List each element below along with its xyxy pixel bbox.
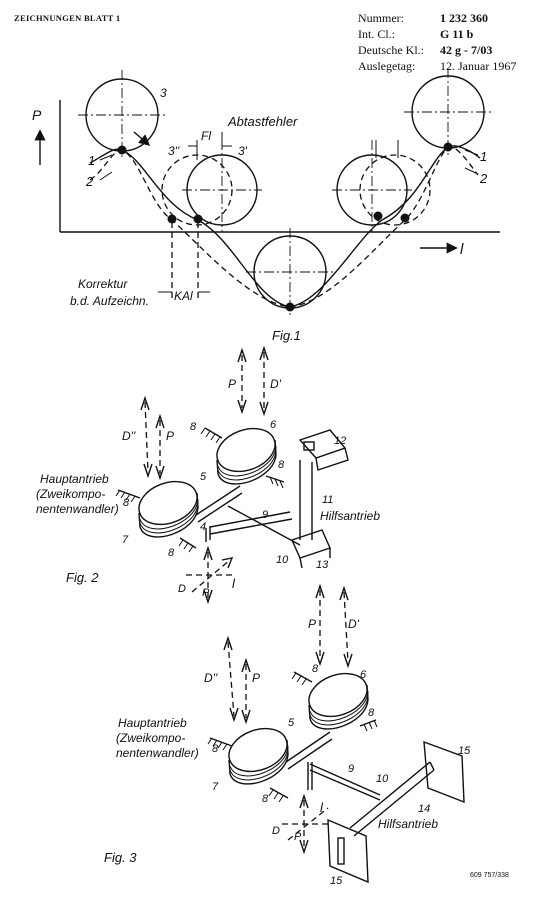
- meta-key: Int. Cl.:: [358, 27, 396, 41]
- label-3: 3: [160, 86, 167, 100]
- footer-code: 609 757/338: [470, 872, 509, 879]
- sheet-title: ZEICHNUNGEN BLATT 1: [14, 13, 121, 23]
- label-fl: Fl: [201, 129, 211, 143]
- meta-row-number: Nummer: 1 232 360: [358, 10, 516, 26]
- hilfsantrieb-label: Hilfsantrieb: [378, 817, 438, 831]
- lbl: P: [228, 377, 236, 391]
- meta-row-intcl: Int. Cl.: G 11 b: [358, 26, 516, 42]
- label-abtastfehler: Abtastfehler: [227, 114, 298, 129]
- lbl: 6: [360, 669, 367, 681]
- lbl: P: [252, 671, 260, 685]
- label-1-right: 1: [480, 149, 487, 164]
- hilfsantrieb-label: Hilfsantrieb: [320, 509, 380, 523]
- lbl: 15: [458, 745, 471, 757]
- lbl: 8: [168, 547, 175, 559]
- lbl: 5: [288, 717, 295, 729]
- fig1-caption: Fig.1: [272, 328, 301, 343]
- meta-value: 12. Januar 1967: [440, 59, 517, 73]
- lbl: 8: [212, 743, 219, 755]
- lbl: 8: [262, 793, 269, 805]
- fig3: P D' D'' P: [104, 583, 471, 887]
- fig2: P D' D'' P: [36, 345, 380, 605]
- fig3-caption: Fig. 3: [104, 850, 137, 865]
- label-2-left: 2: [85, 174, 94, 189]
- hauptantrieb-label: (Zweikompo-: [36, 487, 105, 501]
- lbl: 11: [322, 494, 333, 506]
- lbl: 13: [316, 559, 329, 571]
- label-korrektur-1: Korrektur: [78, 277, 128, 291]
- lbl: P: [202, 587, 210, 599]
- meta-value: 1 232 360: [440, 11, 488, 25]
- meta-key: Deutsche Kl.:: [358, 43, 424, 57]
- lbl: 7: [122, 534, 129, 546]
- meta-row-class: Deutsche Kl.: 42 g - 7/03: [358, 42, 516, 58]
- lbl: 8: [368, 707, 375, 719]
- label-3p: 3': [238, 144, 248, 158]
- hauptantrieb-label: Hauptantrieb: [40, 472, 109, 486]
- lbl: 8: [312, 663, 319, 675]
- curve-1: [89, 145, 481, 308]
- label-3pp: 3'': [168, 144, 180, 158]
- label-1-left: 1: [88, 153, 95, 168]
- lbl: D'': [122, 429, 136, 443]
- lbl: P: [294, 831, 302, 843]
- label-l: l: [460, 241, 464, 258]
- lbl: l: [320, 800, 324, 815]
- lbl: 6: [270, 419, 277, 431]
- lbl: 9: [262, 509, 268, 521]
- meta-row-date: Auslegetag: 12. Januar 1967: [358, 58, 516, 74]
- lbl: 8: [123, 497, 130, 509]
- lbl: D': [348, 617, 360, 631]
- label-2-right: 2: [479, 171, 488, 186]
- lbl: 9: [348, 763, 354, 775]
- lbl: 12: [334, 435, 346, 447]
- curve-2: [89, 146, 479, 308]
- lbl: 7: [212, 781, 219, 793]
- meta-value: 42 g - 7/03: [440, 43, 493, 57]
- lbl: 14: [418, 803, 430, 815]
- meta-value: G 11 b: [440, 27, 474, 41]
- lbl: P: [308, 617, 316, 631]
- fig1: P l 3 Abtastfehler Fl 3'' 3' 1 2 1 2 Kor…: [32, 68, 500, 343]
- stylus-circle-right-dashed: [359, 154, 431, 226]
- lbl: 4: [200, 521, 206, 533]
- lbl: l: [232, 576, 236, 591]
- lbl: 8: [190, 421, 197, 433]
- lbl: 10: [276, 554, 289, 566]
- lbl: 15: [330, 875, 343, 887]
- hauptantrieb-label: (Zweikompo-: [116, 731, 185, 745]
- lbl: D: [178, 583, 186, 595]
- lbl: D: [272, 825, 280, 837]
- patent-metadata: Nummer: 1 232 360 Int. Cl.: G 11 b Deutsch…: [358, 10, 516, 74]
- label-ka: KAl: [174, 289, 193, 303]
- lbl: D'': [204, 671, 218, 685]
- lbl: 8: [278, 459, 285, 471]
- meta-key: Nummer:: [358, 11, 404, 25]
- lbl: P: [166, 429, 174, 443]
- lbl: 5: [200, 471, 207, 483]
- lbl: D': [270, 377, 282, 391]
- hauptantrieb-label: nentenwandler): [116, 746, 199, 760]
- label-p: P: [32, 107, 42, 123]
- hauptantrieb-label: nentenwandler): [36, 502, 119, 516]
- lbl: 10: [376, 773, 389, 785]
- meta-key: Auslegetag:: [358, 59, 416, 73]
- hauptantrieb-label: Hauptantrieb: [118, 716, 187, 730]
- label-korrektur-2: b.d. Aufzeichn.: [70, 294, 149, 308]
- fig2-caption: Fig. 2: [66, 570, 99, 585]
